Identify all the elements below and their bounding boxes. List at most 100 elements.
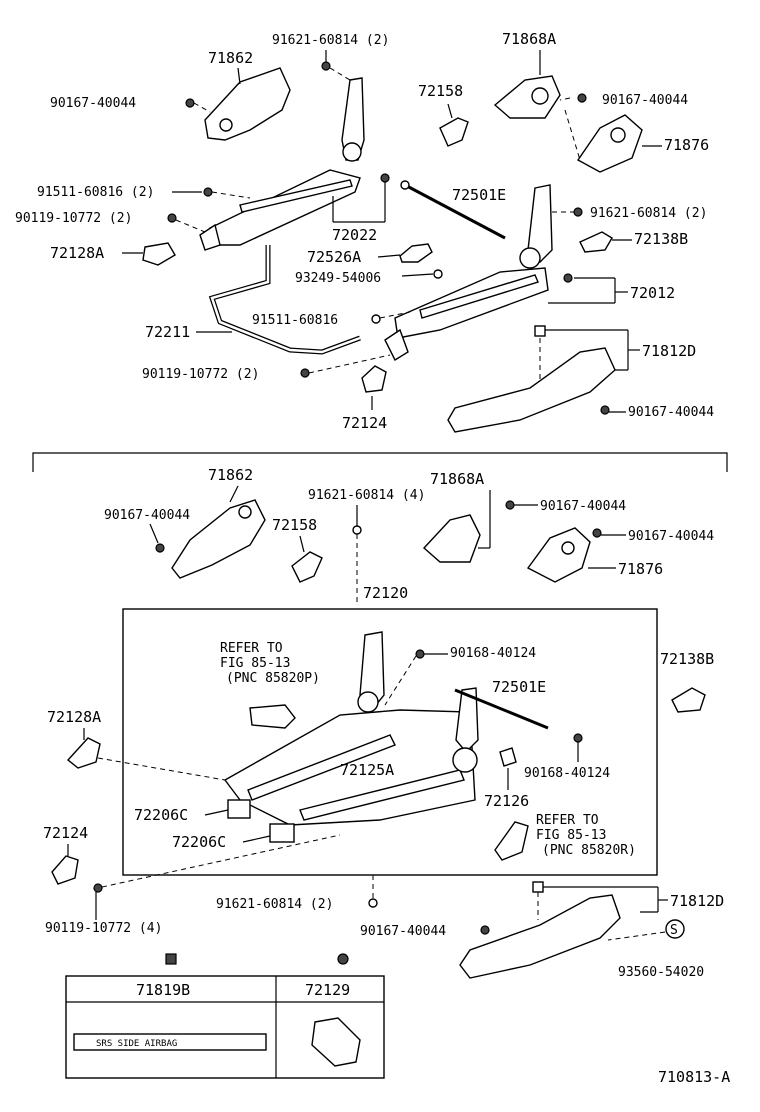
cover-71876-bottom[interactable] (526, 527, 591, 583)
motor-85820R[interactable] (494, 821, 529, 861)
label-72206C-a: 72206C (134, 806, 188, 824)
part-72526A[interactable] (399, 243, 433, 263)
label-72022: 72022 (332, 226, 377, 244)
label-71862: 71862 (208, 49, 253, 67)
recliner-arm-right[interactable] (527, 184, 553, 263)
label-72138B-b: 72138B (660, 650, 714, 668)
label-90119-b4: 90119-10772 (4) (45, 921, 162, 936)
bolt-icon (155, 543, 165, 553)
label-90167-c: 90167-40044 (628, 405, 714, 420)
bolt-icon (300, 368, 310, 378)
cover-71812D-bottom[interactable] (459, 894, 621, 979)
leader (237, 67, 241, 85)
cover-71868A-top[interactable] (493, 75, 561, 119)
label-90167-d: 90167-40044 (360, 924, 446, 939)
bolt-icon (577, 93, 587, 103)
rail (419, 274, 539, 319)
airbag-label-text: SRS SIDE AIRBAG (96, 1039, 177, 1049)
nut-icon (321, 61, 331, 71)
cover-71862-top[interactable] (204, 67, 291, 141)
cover-72128A-top[interactable] (142, 242, 176, 266)
bracket (199, 223, 221, 251)
label-90168-b: 90168-40124 (524, 766, 610, 781)
refer1-line2: FIG 85-13 (220, 656, 290, 671)
legend-col1-header: 71819B (136, 981, 190, 999)
rod-end (400, 180, 410, 190)
motor-85820P[interactable] (249, 704, 296, 729)
label-90119-a: 90119-10772 (2) (15, 211, 132, 226)
dash-leader (564, 109, 581, 161)
dash-leader (384, 655, 417, 706)
cover-hole (238, 505, 252, 519)
bolt-icon (185, 98, 195, 108)
part-72206C-b[interactable] (269, 823, 295, 843)
cover-72128A-bottom[interactable] (66, 737, 101, 769)
label-72206C-b: 72206C (172, 833, 226, 851)
label-71812D-b: 71812D (670, 892, 724, 910)
label-71862-b: 71862 (208, 466, 253, 484)
cover-71876-top[interactable] (576, 114, 643, 173)
legend-col2-header: 72129 (305, 981, 350, 999)
label-90167-b: 90167-40044 (602, 93, 688, 108)
refer2-line1: REFER TO (536, 813, 599, 828)
pivot (519, 247, 541, 269)
bolt-icon (505, 500, 515, 510)
cover-hole (531, 87, 549, 105)
part-72138B-top[interactable] (579, 231, 613, 253)
recliner-arm-right-b[interactable] (455, 687, 479, 754)
part-72129[interactable] (311, 1017, 361, 1067)
pivot (357, 691, 379, 713)
diamond-legend-icon (165, 953, 177, 965)
rail (247, 734, 396, 801)
rod-72501E-b[interactable] (454, 688, 549, 730)
label-90167-b-b: 90167-40044 (540, 499, 626, 514)
label-91621-top: 91621-60814 (2) (272, 33, 389, 48)
part-72124-top[interactable] (361, 365, 387, 393)
label-71868A: 71868A (502, 30, 556, 48)
cover-71868A-bottom[interactable] (422, 514, 481, 563)
refer2-line2: FIG 85-13 (536, 828, 606, 843)
s-marker-icon (665, 919, 685, 939)
seat-track-assembly[interactable] (223, 709, 476, 826)
rail (299, 769, 465, 821)
label-90167-a: 90167-40044 (50, 96, 136, 111)
recliner-arm-top[interactable] (341, 77, 365, 161)
label-72138B: 72138B (634, 230, 688, 248)
part-72206C-a[interactable] (227, 799, 251, 819)
label-72126: 72126 (484, 792, 529, 810)
dash-leader (607, 931, 666, 941)
pivot (342, 142, 362, 162)
clip-icon (433, 269, 443, 279)
part-72126[interactable] (499, 747, 517, 767)
diamond-marker (534, 325, 546, 337)
nut-icon (352, 525, 362, 535)
rod-72501E[interactable] (404, 183, 506, 240)
label-72124: 72124 (342, 414, 387, 432)
bar-inner (210, 245, 361, 354)
nut-icon (203, 187, 213, 197)
section-divider (32, 452, 728, 472)
nut-icon (371, 314, 381, 324)
label-72501E-b: 72501E (492, 678, 546, 696)
rail (239, 179, 353, 213)
part-72124-bottom[interactable] (51, 855, 79, 885)
label-90167-c-b: 90167-40044 (628, 529, 714, 544)
leader (401, 273, 434, 277)
pivot (452, 747, 478, 773)
dash-leader (211, 191, 251, 199)
part-72158-top[interactable] (439, 117, 469, 147)
bolt-icon (600, 405, 610, 415)
dash-leader (97, 757, 226, 781)
cover-71812D-top[interactable] (447, 347, 616, 433)
cover-71862-bottom[interactable] (171, 499, 266, 579)
leader (299, 535, 305, 553)
leader (229, 485, 239, 503)
dash-leader (101, 834, 341, 888)
part-72138B-bottom[interactable] (671, 687, 706, 713)
bottom-section: 71862 90167-40044 91621-60814 (4) 72158 … (43, 466, 730, 1086)
part-72158-bottom[interactable] (291, 551, 323, 583)
refer2-line3[interactable]: (PNC 85820R) (542, 843, 636, 858)
leader (242, 835, 271, 843)
refer1-line3[interactable]: (PNC 85820P) (226, 671, 320, 686)
